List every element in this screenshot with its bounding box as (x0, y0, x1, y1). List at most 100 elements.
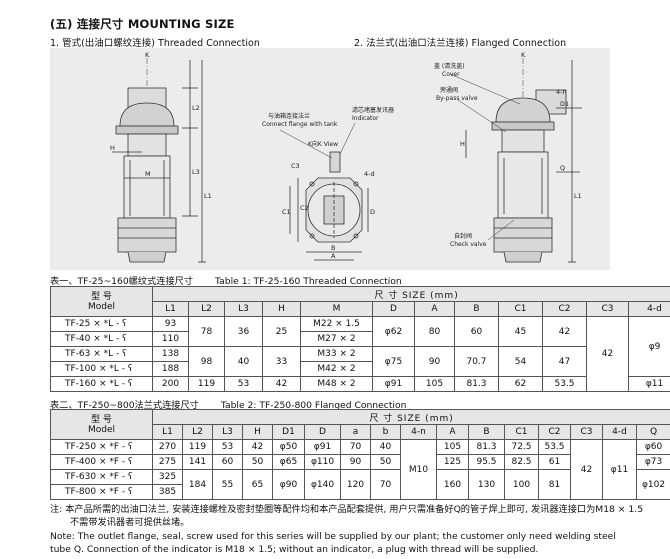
t2-c1: 72.5 (504, 439, 539, 455)
table1-caption-cn: 表一、TF-25~160螺纹式连接尺寸 (50, 276, 194, 287)
t2-col-c1: C1 (504, 424, 539, 440)
dim-h-right: H (460, 140, 465, 148)
t1-col-4d: 4-d (627, 301, 670, 317)
t2-col-a: A (436, 424, 469, 440)
t1-m: M48 × 2 (300, 376, 373, 392)
dim-m: M (145, 170, 151, 178)
dim-d: D (370, 208, 375, 216)
threaded-size-table: 型 号 Model 尺 寸 SIZE (mm) L1 L2 L3 H M D A… (50, 286, 670, 392)
dim-k-right: K (521, 51, 526, 59)
t2-a-small: 90 (340, 454, 371, 470)
note-cn-line1: 注: 本产品所需的出油口法兰, 安装连接螺栓及密封垫圈等配件均和本产品配套提供,… (50, 504, 644, 515)
t2-b: 130 (468, 469, 505, 500)
t1-h: 33 (262, 346, 301, 377)
table1-caption-en: Table 1: TF-25-160 Threaded Connection (215, 276, 402, 287)
t2-h: 65 (242, 469, 273, 500)
t1-model: TF-40 × *L - ʕ (50, 331, 153, 347)
label-cover-cn: 盖 (清洗盖) (434, 62, 465, 70)
t1-a: 105 (414, 376, 455, 392)
dim-h: H (110, 144, 115, 152)
t1-b: 70.7 (454, 346, 499, 377)
t2-col-q: Q (635, 424, 670, 440)
t1-4d: φ11 (627, 376, 670, 392)
t2-l1: 385 (152, 484, 183, 500)
t1-l3: 36 (224, 316, 263, 347)
t2-a: 160 (436, 469, 469, 500)
t2-a: 125 (436, 454, 469, 470)
table-row: TF-800 × *F - ʕ 385 (50, 484, 670, 500)
technical-drawing: K L2 L3 L1 H M 与油箱连接法兰 Connect flange wi… (50, 48, 610, 270)
t1-c1: 45 (498, 316, 543, 347)
t2-h: 42 (242, 439, 273, 455)
t1-l2: 78 (188, 316, 225, 347)
t2-col-l2: L2 (182, 424, 213, 440)
t2-d: φ110 (304, 454, 341, 470)
t2-col-h: H (242, 424, 273, 440)
dim-4-d: 4-d (364, 170, 375, 178)
t2-d1: φ90 (272, 469, 305, 500)
t2-model: TF-250 × *F - ʕ (50, 439, 153, 455)
t1-m: M42 × 2 (300, 361, 373, 377)
note-en-line1: Note: The outlet flange, seal, screw use… (50, 531, 616, 542)
t1-c2: 42 (542, 316, 587, 347)
t1-d: φ75 (372, 346, 415, 377)
label-flange-cn: 与油箱连接法兰 (268, 112, 310, 120)
t1-l2: 98 (188, 346, 225, 377)
note-chinese: 注: 本产品所需的出油口法兰, 安装连接螺栓及密封垫圈等配件均和本产品配套提供,… (50, 503, 665, 529)
t1-l3: 53 (224, 376, 263, 392)
t2-col-l1: L1 (152, 424, 183, 440)
t2-c2: 53.5 (538, 439, 571, 455)
page-title: (五) 连接尺寸 MOUNTING SIZE (50, 17, 235, 31)
table-row: TF-630 × *F - ʕ 325 184 55 65 φ90 φ140 1… (50, 469, 670, 500)
dim-l1-right: L1 (574, 192, 582, 200)
t2-col-d1: D1 (272, 424, 305, 440)
t2-col-4d: 4-d (602, 424, 637, 440)
t2-col-c3: C3 (570, 424, 603, 440)
t1-l1: 188 (152, 361, 189, 377)
t1-a: 90 (414, 346, 455, 377)
t1-d: φ91 (372, 376, 415, 392)
label-flange-en: Connect flange with tank (262, 121, 338, 128)
table-row: TF-25 × *L - ʕ 93 78 36 25 M22 × 1.5 φ62… (50, 316, 670, 392)
t1-l1: 138 (152, 346, 189, 362)
t1-c2: 53.5 (542, 376, 587, 392)
table2-size-header: 尺 寸 SIZE (mm) (151, 409, 670, 425)
t1-4d: φ9 (627, 316, 670, 377)
t1-m: M33 × 2 (300, 346, 373, 362)
t2-col-d: D (304, 424, 341, 440)
t2-c1: 100 (504, 469, 539, 500)
t2-h: 50 (242, 454, 273, 470)
t1-l1: 200 (152, 376, 189, 392)
t2-model: TF-400 × *F - ʕ (50, 454, 153, 470)
label-indicator-en: Indicator (352, 115, 379, 122)
note-cn-line2: 不需带发讯器者可提供丝堵。 (70, 517, 190, 528)
dim-k-left: K (145, 51, 150, 59)
t2-d1: φ65 (272, 454, 305, 470)
subtitle-flanged: 2. 法兰式(出油口法兰连接) Flanged Connection (354, 38, 567, 49)
table-row: TF-160 × *L - ʕ 200 119 53 42 M48 × 2 φ9… (50, 376, 670, 392)
t2-a-small: 120 (340, 469, 371, 500)
t1-col-l3: L3 (224, 301, 263, 317)
t1-col-m: M (300, 301, 373, 317)
t2-q: φ60 (635, 439, 670, 455)
t2-d1: φ50 (272, 439, 305, 455)
dim-a: A (331, 252, 336, 260)
t1-model: TF-63 × *L - ʕ (50, 346, 153, 362)
table-row: TF-63 × *L - ʕ 138 98 40 33 M33 × 2 φ75 … (50, 346, 670, 377)
dim-d1: D1 (560, 100, 569, 108)
t1-m: M27 × 2 (300, 331, 373, 347)
t1-c1: 62 (498, 376, 543, 392)
t2-b-small: 50 (370, 454, 401, 470)
t2-b-small: 70 (370, 469, 401, 500)
t1-l1: 93 (152, 316, 189, 332)
dim-b: B (331, 244, 335, 252)
dim-l2: L2 (192, 104, 200, 112)
t1-col-c1: C1 (498, 301, 543, 317)
t1-h: 25 (262, 316, 301, 347)
dim-c3: C3 (291, 162, 300, 170)
table1-model-cn: 型 号 (91, 291, 112, 302)
label-check-en: Check valve (450, 241, 487, 248)
t2-model: TF-630 × *F - ʕ (50, 469, 153, 485)
t1-col-d: D (372, 301, 415, 317)
